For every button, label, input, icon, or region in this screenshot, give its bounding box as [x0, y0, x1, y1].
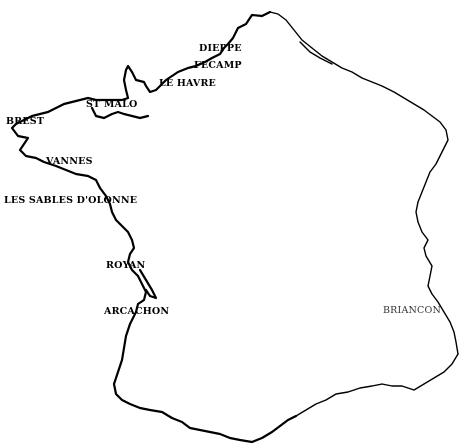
- place-label-st-malo: ST MALO: [86, 99, 137, 110]
- place-label-arcachon: ARCACHON: [103, 306, 169, 317]
- place-label-vannes: VANNES: [45, 156, 93, 167]
- place-label-royan: ROYAN: [106, 260, 146, 271]
- place-label-brest: BREST: [6, 116, 44, 127]
- gironde-estuary: [138, 268, 158, 300]
- eastern-border: [269, 11, 459, 355]
- mediterranean-coast: [295, 353, 459, 417]
- place-label-briancon: BRIANCON: [383, 305, 441, 316]
- place-label-fecamp: FECAMP: [194, 60, 242, 71]
- place-label-dieppe: DIEPPE: [199, 43, 242, 54]
- atlantic-channel-coastline: [10, 10, 298, 444]
- place-label-les-sables-d-olonne: LES SABLES D'OLONNE: [4, 195, 137, 206]
- brittany-coast-detail: [90, 106, 150, 120]
- place-label-le-havre: LE HAVRE: [159, 78, 216, 89]
- northern-border-detail: [299, 41, 333, 65]
